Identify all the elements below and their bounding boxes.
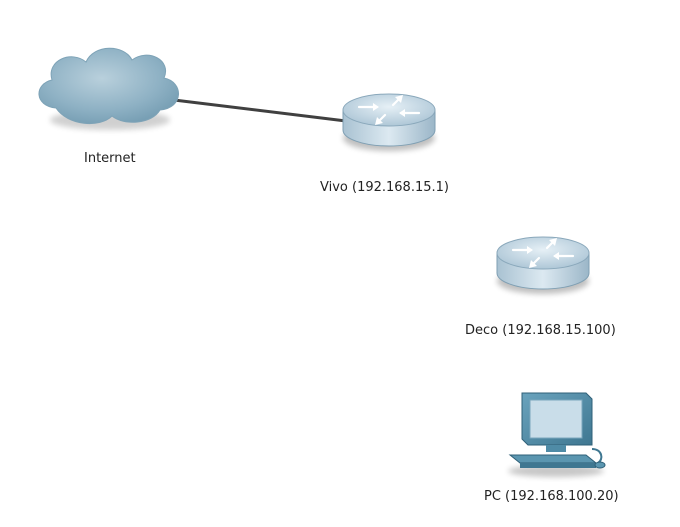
router-icon-vivo[interactable] xyxy=(343,94,435,151)
label-deco: Deco (192.168.15.100) xyxy=(465,323,616,338)
pc-icon[interactable] xyxy=(508,392,606,477)
link-internet-vivo xyxy=(172,98,348,123)
label-internet: Internet xyxy=(84,151,136,166)
label-pc: PC (192.168.100.20) xyxy=(484,489,619,504)
router-icon-deco[interactable] xyxy=(497,237,589,294)
cloud-icon[interactable] xyxy=(38,47,179,130)
label-vivo: Vivo (192.168.15.1) xyxy=(320,180,449,195)
